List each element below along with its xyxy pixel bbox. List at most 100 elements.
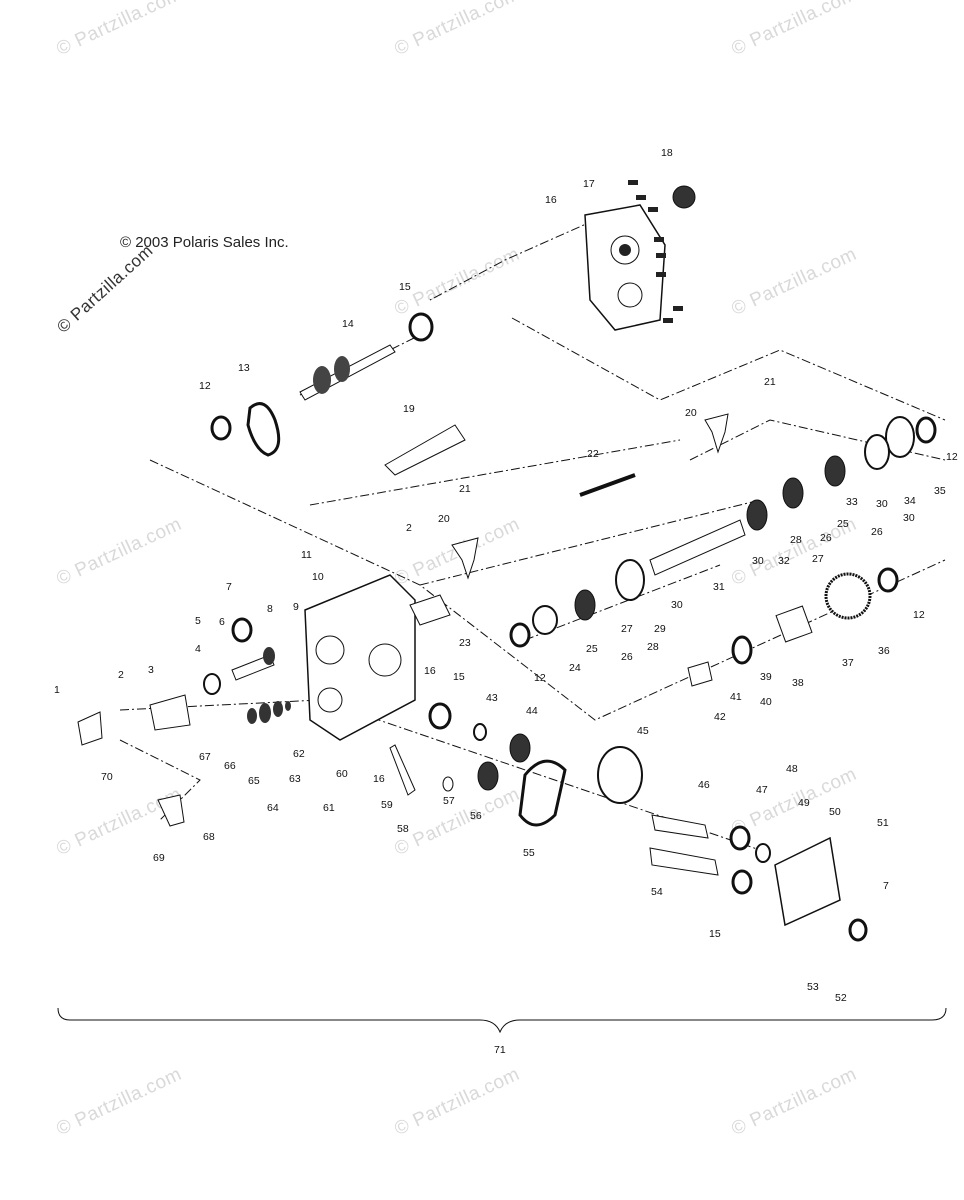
shaft-46: [651, 814, 709, 839]
callout-33: 33: [846, 496, 858, 508]
top-cover: [584, 204, 666, 331]
callout-9: 9: [293, 601, 299, 613]
main-case: [304, 574, 416, 741]
ring-43: [473, 723, 487, 741]
callout-12: 12: [199, 380, 211, 392]
gear-56: [477, 761, 499, 791]
callout-22: 22: [587, 448, 599, 460]
callout-20: 20: [438, 513, 450, 525]
callout-26: 26: [871, 526, 883, 538]
callout-26: 26: [820, 532, 832, 544]
callout-28: 28: [790, 534, 802, 546]
callout-41: 41: [730, 691, 742, 703]
callout-62: 62: [293, 748, 305, 760]
bearing-15: [408, 312, 434, 342]
end-cover-50: [774, 836, 841, 927]
plate-23: [409, 594, 451, 626]
callout-42: 42: [714, 711, 726, 723]
callout-64: 64: [267, 802, 279, 814]
callout-25: 25: [837, 518, 849, 530]
callout-3: 3: [148, 664, 154, 676]
callout-63: 63: [289, 773, 301, 785]
bearing-15c: [729, 825, 751, 851]
callout-44: 44: [526, 705, 538, 717]
callout-4: 4: [195, 643, 201, 655]
bearing-15b: [428, 702, 452, 730]
callout-14: 14: [342, 318, 354, 330]
bearing-15d: [731, 869, 753, 895]
callout-11: 11: [301, 549, 312, 561]
callout-16: 16: [373, 773, 385, 785]
callout-35: 35: [934, 485, 946, 497]
ring-49: [755, 843, 771, 863]
gear-44: [509, 733, 531, 763]
callout-43: 43: [486, 692, 498, 704]
callout-7: 7: [883, 880, 889, 892]
callout-21: 21: [459, 483, 471, 495]
chain-13: [246, 402, 281, 457]
callout-5: 5: [195, 615, 201, 627]
callout-12: 12: [913, 609, 925, 621]
callout-12: 12: [534, 672, 546, 684]
callout-17: 17: [583, 178, 595, 190]
callout-50: 50: [829, 806, 841, 818]
callout-20: 20: [685, 407, 697, 419]
callout-13: 13: [238, 362, 250, 374]
callout-28: 28: [647, 641, 659, 653]
callout-57: 57: [443, 795, 455, 807]
gear-8: [263, 647, 275, 665]
callout-49: 49: [798, 797, 810, 809]
bushing-57: [442, 776, 454, 792]
callout-27: 27: [621, 623, 633, 635]
gear-25: [574, 589, 596, 621]
callout-53: 53: [807, 981, 819, 993]
callout-70: 70: [101, 771, 113, 783]
callout-46: 46: [698, 779, 710, 791]
shaft-14: [299, 344, 396, 401]
chain-55: [518, 759, 567, 827]
callout-69: 69: [153, 852, 165, 864]
callout-68: 68: [203, 831, 215, 843]
callout-48: 48: [786, 763, 798, 775]
callout-55: 55: [523, 847, 535, 859]
callout-47: 47: [756, 784, 768, 796]
sensor-58: [389, 744, 416, 796]
assembly-callout: 71: [494, 1044, 506, 1056]
callout-23: 23: [459, 637, 471, 649]
shaft-22: [579, 473, 636, 497]
gear-36: [824, 572, 872, 620]
callout-26: 26: [621, 651, 633, 663]
plate-70: [77, 711, 103, 746]
hub-42: [687, 661, 713, 687]
callout-27: 27: [812, 553, 824, 565]
callout-30: 30: [876, 498, 888, 510]
callout-18: 18: [661, 147, 673, 159]
callout-2: 2: [406, 522, 412, 534]
callout-29: 29: [654, 623, 666, 635]
callout-8: 8: [267, 603, 273, 615]
shift-fork-20: [704, 413, 729, 454]
callout-12: 12: [946, 451, 958, 463]
bearing-12b: [509, 622, 531, 648]
callout-6: 6: [219, 616, 225, 628]
copyright-text: © 2003 Polaris Sales Inc.: [120, 234, 289, 251]
callout-30: 30: [903, 512, 915, 524]
washer-set-62-66: [247, 701, 291, 724]
callout-56: 56: [470, 810, 482, 822]
gear-stack-upper: [746, 416, 937, 531]
callout-7: 7: [226, 581, 232, 593]
seal-7: [231, 617, 253, 643]
bearing-41: [731, 635, 753, 665]
shift-fork-20b: [451, 537, 479, 580]
callout-65: 65: [248, 775, 260, 787]
callout-2: 2: [118, 669, 124, 681]
callout-1: 1: [54, 684, 60, 696]
callout-58: 58: [397, 823, 409, 835]
callout-16: 16: [545, 194, 557, 206]
callout-52: 52: [835, 992, 847, 1004]
callout-30: 30: [671, 599, 683, 611]
gear-29: [615, 559, 645, 601]
